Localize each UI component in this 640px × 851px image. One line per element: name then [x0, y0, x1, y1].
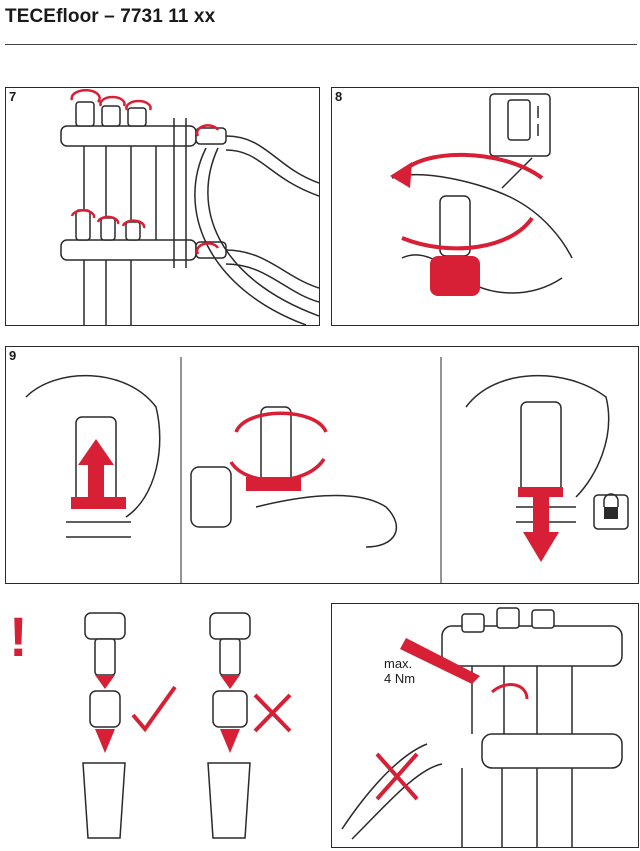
torque-label-line2: 4 Nm [384, 671, 416, 686]
step-8-panel: 8 [331, 87, 639, 326]
torque-wrench [400, 638, 480, 684]
rotate-arrow-icon [70, 89, 220, 255]
torque-wrench-illustration [341, 607, 623, 847]
torque-label-line1: max. [384, 656, 413, 671]
assembly-illustration [82, 612, 292, 839]
flowmeter-adjust-illustration [390, 93, 573, 296]
rotate-arrow-icon [491, 683, 529, 700]
page-title: TECEfloor – 7731 11 xx [5, 6, 216, 27]
step-number-8: 8 [335, 89, 343, 104]
assembly-warning-panel: ! [5, 603, 318, 846]
rotate-arrow-icon [229, 411, 328, 483]
torque-panel: max. 4 Nm [331, 603, 639, 848]
step-number-9: 9 [9, 348, 17, 363]
warning-symbol: ! [9, 605, 28, 668]
check-icon [131, 685, 177, 733]
cross-icon [375, 752, 419, 801]
coupling-highlight [430, 256, 480, 296]
flowmeter-lock-illustrations [25, 357, 629, 583]
title-rule [5, 44, 637, 45]
up-arrow-icon [78, 439, 114, 497]
cross-icon [253, 693, 292, 733]
detail-callout [190, 466, 232, 528]
down-arrow-icon [523, 497, 559, 562]
step-9-panel: 9 [5, 346, 639, 584]
step-7-panel: 7 [5, 87, 320, 326]
manifold-illustration [60, 89, 319, 325]
step-number-7: 7 [9, 89, 17, 104]
